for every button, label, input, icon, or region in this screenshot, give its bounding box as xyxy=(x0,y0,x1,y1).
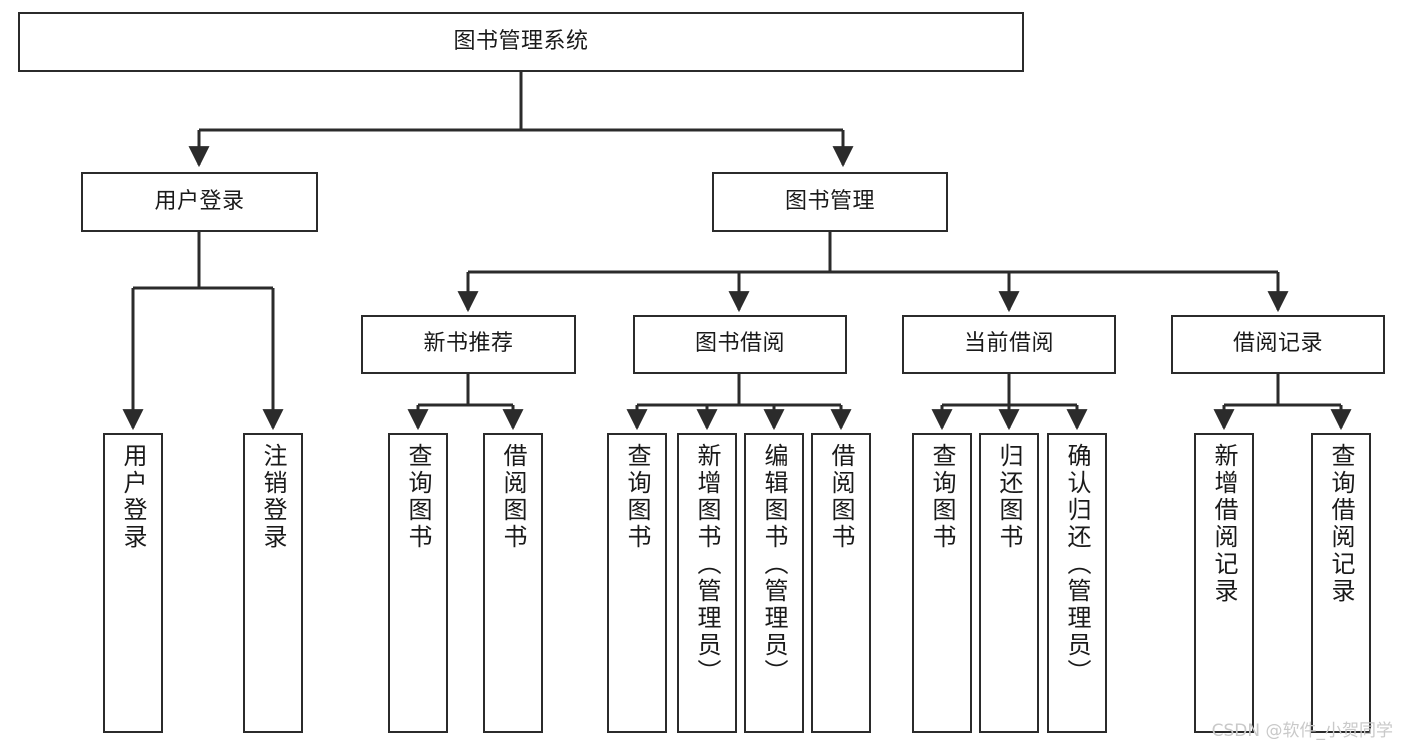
node-leaf-newbooks-borrow[interactable]: 借阅图书 xyxy=(483,433,543,733)
node-leaf-current-return[interactable]: 归还图书 xyxy=(979,433,1039,733)
node-book-management[interactable]: 图书管理 xyxy=(712,172,948,232)
node-user-login-label: 用户登录 xyxy=(154,188,245,214)
node-current-borrow[interactable]: 当前借阅 xyxy=(902,315,1116,374)
node-leaf-borrow-edit[interactable]: 编辑图书（管理员） xyxy=(744,433,804,733)
node-leaf-user-login[interactable]: 用户登录 xyxy=(103,433,163,733)
node-leaf-current-query[interactable]: 查询图书 xyxy=(912,433,972,733)
node-new-book-recommend[interactable]: 新书推荐 xyxy=(361,315,576,374)
node-leaf-records-add-label: 新增借阅记录 xyxy=(1210,443,1238,605)
node-leaf-borrow-query[interactable]: 查询图书 xyxy=(607,433,667,733)
node-leaf-borrow-edit-label: 编辑图书（管理员） xyxy=(760,443,788,686)
node-book-management-label: 图书管理 xyxy=(784,188,875,214)
node-leaf-current-confirm[interactable]: 确认归还（管理员） xyxy=(1047,433,1107,733)
node-leaf-records-add[interactable]: 新增借阅记录 xyxy=(1194,433,1254,733)
node-leaf-borrow-lend-label: 借阅图书 xyxy=(827,443,855,551)
node-leaf-borrow-add-label: 新增图书（管理员） xyxy=(693,443,721,686)
node-leaf-newbooks-query[interactable]: 查询图书 xyxy=(388,433,448,733)
node-book-borrow-label: 图书借阅 xyxy=(694,331,785,357)
node-leaf-borrow-add[interactable]: 新增图书（管理员） xyxy=(677,433,737,733)
node-borrow-records-label: 借阅记录 xyxy=(1232,331,1323,357)
node-leaf-newbooks-borrow-label: 借阅图书 xyxy=(499,443,527,551)
node-leaf-logout-label: 注销登录 xyxy=(259,443,287,551)
node-borrow-records[interactable]: 借阅记录 xyxy=(1171,315,1385,374)
node-root-label: 图书管理系统 xyxy=(453,28,589,54)
node-leaf-newbooks-query-label: 查询图书 xyxy=(404,443,432,551)
node-leaf-borrow-query-label: 查询图书 xyxy=(623,443,651,551)
node-user-login[interactable]: 用户登录 xyxy=(81,172,318,232)
node-leaf-records-query[interactable]: 查询借阅记录 xyxy=(1311,433,1371,733)
node-book-borrow[interactable]: 图书借阅 xyxy=(633,315,847,374)
node-new-book-recommend-label: 新书推荐 xyxy=(423,331,514,357)
node-root[interactable]: 图书管理系统 xyxy=(18,12,1024,72)
node-current-borrow-label: 当前借阅 xyxy=(963,331,1054,357)
node-leaf-current-query-label: 查询图书 xyxy=(928,443,956,551)
node-leaf-current-return-label: 归还图书 xyxy=(995,443,1023,551)
node-leaf-borrow-lend[interactable]: 借阅图书 xyxy=(811,433,871,733)
node-leaf-records-query-label: 查询借阅记录 xyxy=(1327,443,1355,605)
node-leaf-logout[interactable]: 注销登录 xyxy=(243,433,303,733)
node-leaf-current-confirm-label: 确认归还（管理员） xyxy=(1063,443,1091,686)
node-leaf-user-login-label: 用户登录 xyxy=(119,443,147,551)
